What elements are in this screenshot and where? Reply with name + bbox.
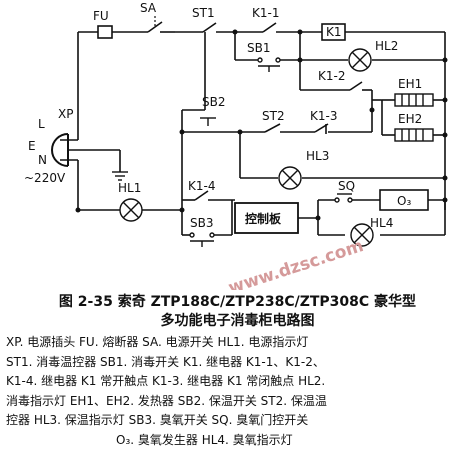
circuit-diagram: K1: [24, 1, 448, 290]
sa-switch-icon: [147, 21, 163, 33]
power-plug-icon: [51, 133, 69, 167]
k1-4-contact-icon: [194, 190, 209, 201]
k1-relay-icon: [321, 23, 346, 41]
k1-3-contact-icon: [314, 123, 329, 134]
figure-caption-line2: 多功能电子消毒柜电路图: [160, 313, 315, 329]
legend-line: O₃. 臭氧发生器 HL4. 臭氧指示灯: [116, 432, 293, 447]
ozone-generator-box: [379, 189, 429, 211]
k1-label: K1: [326, 25, 342, 39]
figure-caption-line1: 图 2-35 索奇 ZTP188C/ZTP238C/ZTP308C 豪华型: [58, 294, 417, 310]
legend-line: ST1. 消毒温控器 SB1. 消毒开关 K1. 继电器 K1-1、K1-2、: [6, 354, 325, 369]
k1-3-label: K1-3: [310, 109, 337, 123]
eh1-heater-icon: [394, 93, 434, 107]
k1-1-label: K1-1: [252, 6, 279, 20]
sb3-label: SB3: [190, 216, 213, 230]
sa-label: SA: [140, 1, 157, 15]
hl4-label: HL4: [370, 216, 393, 230]
k1-4-label: K1-4: [188, 179, 215, 193]
fu-label: FU: [93, 9, 109, 23]
st2-label: ST2: [262, 109, 285, 123]
eh1-label: EH1: [398, 77, 422, 91]
hl1-label: HL1: [118, 181, 141, 195]
o3-label: O₃: [397, 194, 411, 208]
ground-icon: [112, 171, 128, 181]
wiring: [60, 31, 446, 236]
voltage-label: ~220V: [24, 171, 66, 185]
st1-label: ST1: [192, 6, 215, 20]
k1-1-contact-icon: [262, 22, 277, 33]
fuse-icon: [97, 25, 113, 39]
control-board-box: [234, 202, 299, 234]
sb2-switch-icon: [200, 117, 216, 126]
sb1-label: SB1: [247, 41, 270, 55]
sq-door-switch-icon: [334, 193, 353, 203]
control-board-label: 控制板: [245, 211, 282, 226]
e-label: E: [28, 139, 36, 153]
sb1-switch-icon: [257, 57, 281, 72]
legend-line: XP. 电源插头 FU. 熔断器 SA. 电源开关 HL1. 电源指示灯: [6, 335, 309, 349]
hl3-label: HL3: [306, 149, 329, 163]
hl2-label: HL2: [375, 39, 398, 53]
legend-line: 消毒指示灯 EH1、EH2. 发热器 SB2. 保温开关 ST2. 保温温: [6, 393, 327, 408]
sb2-label: SB2: [202, 95, 225, 109]
l-label: L: [38, 117, 45, 131]
k1-2-label: K1-2: [318, 69, 345, 83]
xp-label: XP: [58, 107, 73, 121]
st1-thermostat-icon: [202, 22, 217, 33]
eh2-label: EH2: [398, 112, 422, 126]
hl4-lamp-icon: [350, 223, 374, 247]
sq-label: SQ: [338, 179, 355, 193]
watermark-text: www.dzsc.com: [226, 236, 366, 290]
component-legend: XP. 电源插头 FU. 熔断器 SA. 电源开关 HL1. 电源指示灯 ST1…: [6, 333, 470, 450]
legend-line: 控器 HL3. 保温指示灯 SB3. 臭氧开关 SQ. 臭氧门控开关: [6, 413, 309, 427]
k1-2-contact-icon: [349, 81, 363, 91]
hl2-lamp-icon: [348, 48, 372, 72]
n-label: N: [38, 153, 47, 167]
eh2-heater-icon: [394, 128, 434, 142]
st2-thermostat-icon: [264, 123, 281, 133]
legend-line: K1-4. 继电器 K1 常开触点 K1-3. 继电器 K1 常闭触点 HL2.: [6, 374, 326, 388]
hl1-lamp-icon: [119, 198, 143, 222]
sb3-switch-icon: [189, 232, 215, 247]
junction-dots: [75, 29, 448, 221]
hl3-lamp-icon: [278, 166, 302, 190]
